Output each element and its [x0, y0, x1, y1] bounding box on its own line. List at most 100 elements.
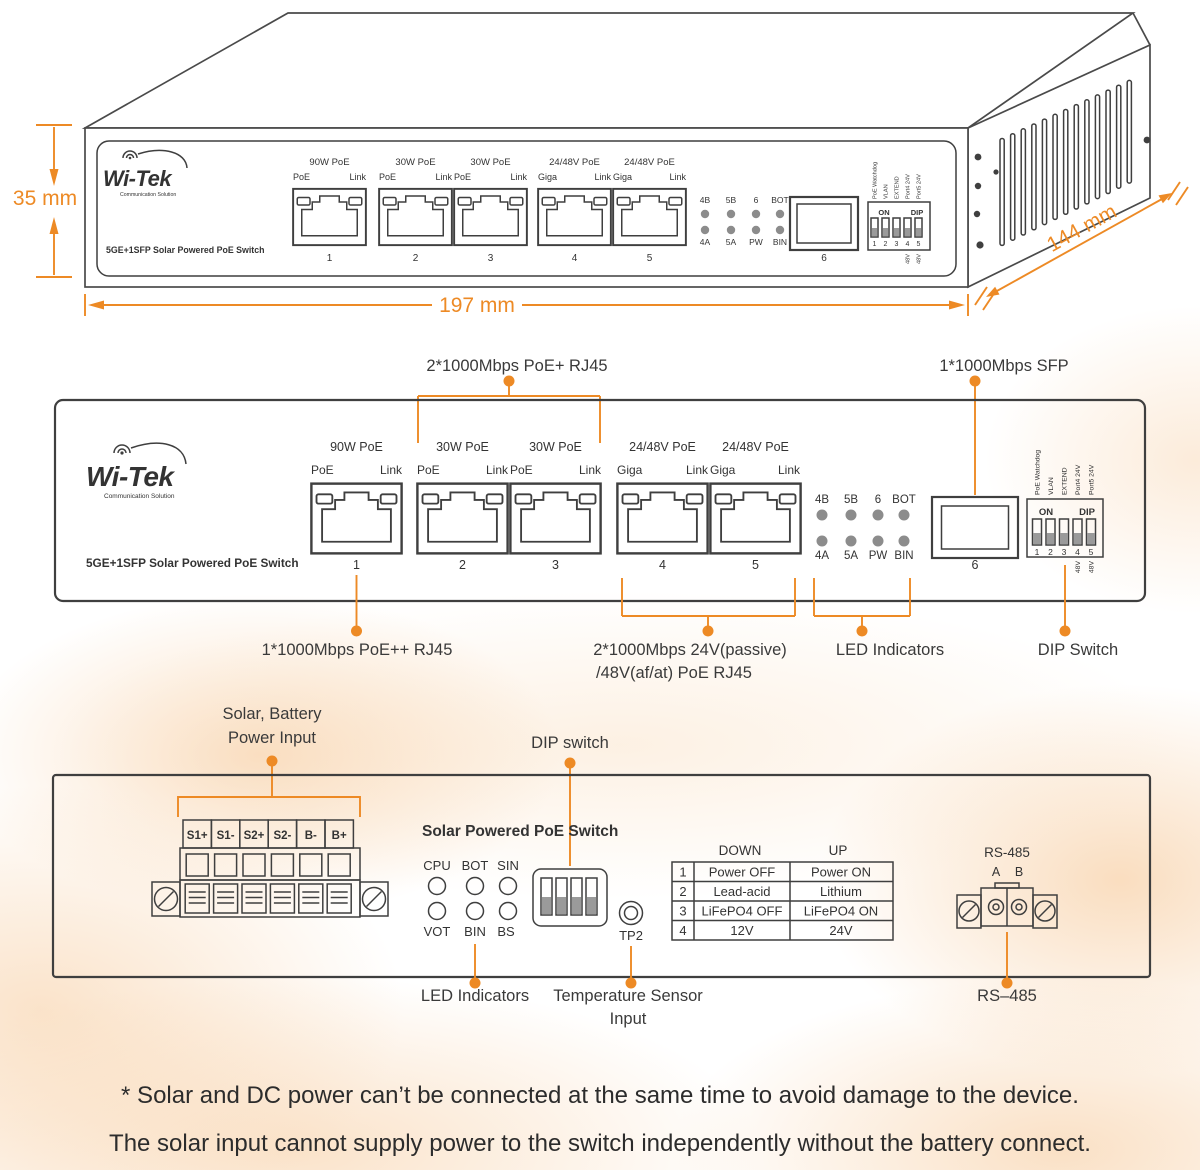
led-label: BS	[497, 924, 515, 939]
led-label: 5B	[726, 195, 737, 205]
dip-number: 3	[1062, 547, 1067, 557]
callout-poe-pp: 1*1000Mbps PoE++ RJ45	[262, 641, 453, 659]
front-view-ports: 90W PoE 30W PoE 30W PoE 24/48V PoE 24/48…	[310, 440, 802, 572]
dip-function-label: PoE Watchdog	[1035, 450, 1042, 495]
port-led-left: Giga	[617, 463, 643, 477]
port-power-label: 30W PoE	[529, 440, 582, 454]
dip-on-label: ON	[878, 208, 889, 217]
port-number: 6	[821, 253, 827, 264]
led-label: 5A	[844, 550, 858, 562]
table-cell: Lead-acid	[713, 884, 770, 899]
brand-name: Wi-Tek	[103, 166, 173, 191]
footer-note-1: * Solar and DC power can’t be connected …	[121, 1082, 1079, 1109]
callout-dip-switch: DIP Switch	[1038, 641, 1118, 659]
dip-function-label: Port4 24V	[1075, 464, 1082, 495]
dip-settings-table: DOWN UP 1 Power OFF Power ON 2 Lead-acid…	[671, 843, 894, 941]
rj45-port	[612, 187, 687, 247]
dip-number: 3	[895, 241, 899, 248]
rear-title: Solar Powered PoE Switch	[422, 823, 618, 840]
rj45-port	[537, 187, 612, 247]
rj45-port	[378, 187, 453, 247]
device-top-face	[81, 12, 1136, 129]
port-number: 2	[413, 253, 419, 264]
terminal-label: S1+	[187, 830, 208, 842]
led-label: BOT	[892, 494, 916, 506]
top-view-sfp-port: 6	[788, 195, 860, 264]
rear-bottom-callouts: LED Indicators Temperature Sensor Input …	[421, 932, 1037, 1028]
dip-sliders	[1031, 518, 1097, 546]
power-terminal-block: S1+ S1- S2+ S2- B- B+	[151, 819, 389, 918]
front-view-sfp-port: 6	[930, 495, 1020, 572]
rj45-port	[453, 187, 528, 247]
dip-number: 4	[906, 241, 910, 248]
dip-function-label: VLAN	[1048, 477, 1055, 495]
callout-solar-battery: Solar, Battery	[222, 705, 322, 723]
front-view: 2*1000Mbps PoE+ RJ45 1*1000Mbps SFP Wi-T…	[53, 357, 1147, 682]
port-number: 6	[972, 558, 979, 572]
led-label: PW	[749, 237, 763, 247]
port-led-left: Giga	[613, 172, 632, 182]
led-label: 4B	[700, 195, 711, 205]
dip-sliders	[870, 217, 923, 238]
port-number: 5	[752, 558, 759, 572]
dip-function-label: Port5 24V	[1089, 464, 1096, 495]
port-power-label: 30W PoE	[436, 440, 489, 454]
port-led-right: Link	[579, 463, 602, 477]
port-number: 1	[353, 558, 360, 572]
callout-temp-sensor: Input	[610, 1010, 647, 1028]
led-label: 6	[875, 494, 881, 506]
dip-function-label: EXTEND	[895, 176, 901, 199]
port-number: 4	[659, 558, 666, 572]
port-led-right: Link	[669, 172, 686, 182]
dip-number: 2	[884, 241, 888, 248]
led-label: VOT	[424, 924, 451, 939]
front-panel	[53, 398, 1147, 603]
top-view-dip-switch: ON DIP 1 2 3 4 5 PoE Watchdog VLAN EXTEN…	[867, 162, 931, 264]
table-cell: LiFePO4 ON	[804, 904, 878, 919]
dip-48v-label: 48V	[917, 254, 923, 264]
port-led-left: PoE	[293, 172, 310, 182]
table-header-up: UP	[829, 843, 848, 858]
port-led-left: PoE	[510, 463, 533, 477]
callout-passive-poe: /48V(af/at) PoE RJ45	[596, 664, 752, 682]
model-label: 5GE+1SFP Solar Powered PoE Switch	[86, 556, 299, 570]
led-label: 4B	[815, 494, 829, 506]
rj45-port	[709, 482, 802, 555]
terminal-label: B+	[332, 830, 347, 842]
dip-function-label: EXTEND	[1062, 467, 1069, 495]
brand-name: Wi-Tek	[86, 461, 175, 492]
port-power-label: 30W PoE	[470, 157, 510, 168]
dip-dip-label: DIP	[911, 208, 924, 217]
footer-notes: * Solar and DC power can’t be connected …	[109, 1082, 1091, 1157]
port-led-right: Link	[686, 463, 709, 477]
width-value: 197 mm	[439, 294, 515, 317]
terminal-label: S2+	[244, 830, 265, 842]
callout-temp-sensor: Temperature Sensor	[553, 987, 703, 1005]
dip-number: 5	[917, 241, 921, 248]
rear-view: Solar, Battery Power Input DIP switch S1…	[51, 705, 1152, 1028]
port-power-label: 90W PoE	[330, 440, 383, 454]
port-led-right: Link	[778, 463, 801, 477]
height-dimension: 35 mm	[13, 124, 77, 278]
dip-48v-label: 48V	[906, 254, 912, 264]
table-cell: 12V	[730, 923, 753, 938]
rs485-connector: RS-485 A B	[956, 845, 1058, 929]
port-led-left: PoE	[311, 463, 334, 477]
led-label: 5A	[726, 237, 737, 247]
footer-note-2: The solar input cannot supply power to t…	[109, 1130, 1091, 1157]
port-power-label: 24/48V PoE	[722, 440, 789, 454]
table-cell: 4	[679, 923, 686, 938]
dip-function-label: Port4 24V	[906, 174, 912, 199]
port-led-left: Giga	[710, 463, 736, 477]
port-led-right: Link	[594, 172, 611, 182]
device-back-edge	[1132, 12, 1151, 46]
vent-grille	[999, 79, 1133, 247]
table-cell: LiFePO4 OFF	[702, 904, 783, 919]
port-led-right: Link	[486, 463, 509, 477]
rs485-label: RS-485	[984, 845, 1030, 860]
table-cell: Power ON	[811, 865, 871, 880]
height-value: 35 mm	[13, 187, 77, 210]
front-bottom-callouts: 1*1000Mbps PoE++ RJ45 2*1000Mbps 24V(pas…	[262, 565, 1118, 682]
port-led-right: Link	[380, 463, 403, 477]
